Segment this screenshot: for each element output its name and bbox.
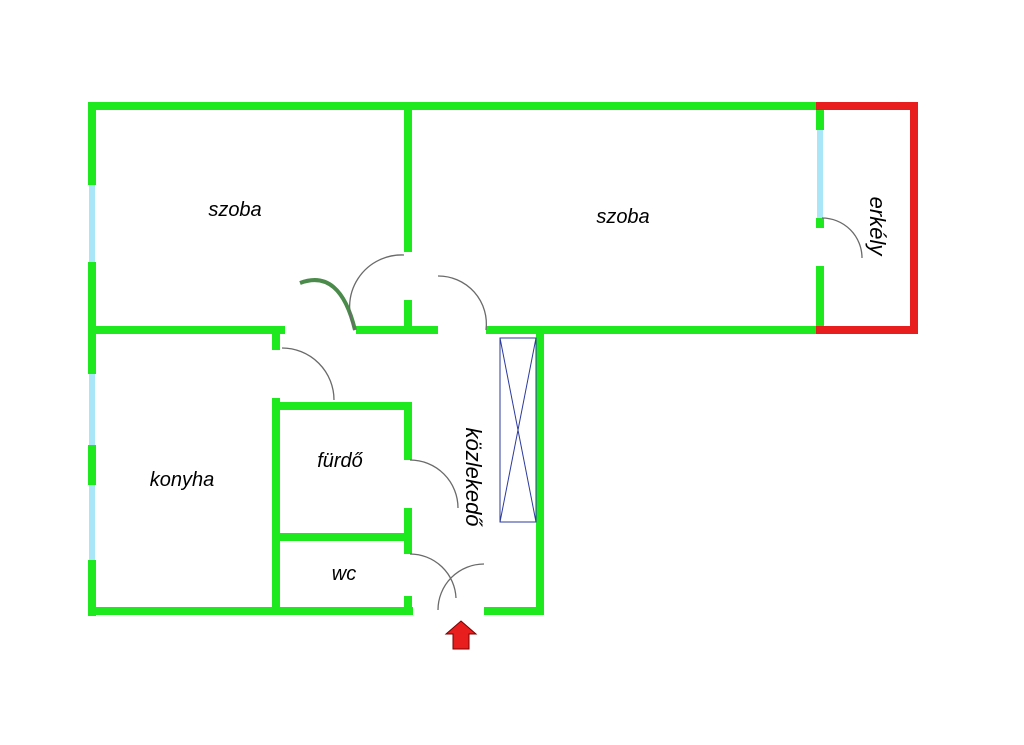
wall-left-3 [88, 445, 96, 485]
window-kitchen-1 [89, 374, 95, 445]
wall-left-1 [88, 102, 96, 185]
wall-rooms-divider-2 [404, 300, 412, 334]
wall-wc-right [404, 596, 412, 615]
wall-bath-right-1 [404, 402, 412, 460]
wall-left-4 [88, 560, 96, 616]
door-room2 [348, 254, 405, 331]
wall-bottom-2 [484, 607, 544, 615]
label-bathroom: fürdő [317, 450, 363, 472]
wall-room2-right-1 [816, 102, 824, 130]
stair-box [499, 337, 537, 523]
wall-room2-right-2 [816, 218, 824, 228]
wall-kitchen-stub [272, 334, 280, 350]
door-entrance [437, 563, 485, 611]
wall-mid-1 [88, 326, 285, 334]
wall-left-2 [88, 262, 96, 374]
wall-bath-top [272, 402, 412, 410]
balcony-top [816, 102, 918, 110]
stair-outline [499, 337, 537, 523]
wall-corridor-right [536, 330, 544, 615]
wall-bath-wc [272, 533, 412, 541]
label-corridor: közlekedő [461, 427, 486, 527]
window-room2 [817, 130, 823, 218]
door-swings [281, 217, 863, 611]
wall-bath-right-2 [404, 508, 412, 554]
door-bathroom [409, 459, 459, 509]
label-room-1: szoba [208, 199, 261, 221]
entrance-arrow-icon [444, 620, 478, 650]
wall-mid-2 [356, 326, 438, 334]
window-room1 [89, 185, 95, 262]
door-wc [409, 553, 457, 599]
door-corridor-room2 [437, 275, 488, 331]
label-room-2: szoba [596, 206, 649, 228]
door-room1 [299, 278, 357, 331]
windows [89, 130, 823, 560]
walls [88, 102, 824, 616]
door-balcony [821, 217, 863, 259]
window-kitchen-2 [89, 485, 95, 560]
wall-top [88, 102, 820, 110]
label-balcony: erkély [865, 197, 890, 258]
wall-mid-3 [486, 326, 820, 334]
stair-diag-2 [499, 337, 537, 523]
door-kitchen [281, 347, 335, 401]
wall-rooms-divider-1 [404, 102, 412, 252]
balcony-bottom [816, 326, 918, 334]
wall-bottom-1 [88, 607, 413, 615]
label-kitchen: konyha [150, 469, 215, 491]
wall-kitchen-right [272, 398, 280, 615]
balcony-walls [816, 102, 918, 334]
wall-room2-right-3 [816, 266, 824, 334]
balcony-right [910, 102, 918, 334]
label-toilet: wc [332, 563, 356, 585]
